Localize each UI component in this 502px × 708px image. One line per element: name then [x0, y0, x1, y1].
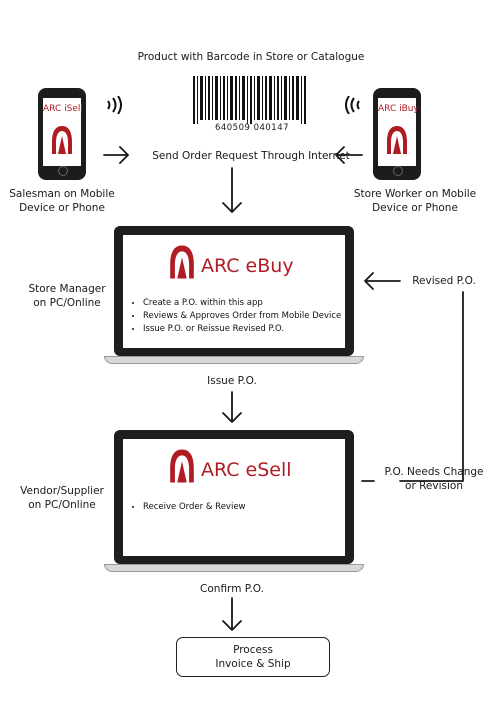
- arrow-from-salesman: [103, 146, 129, 164]
- list-item: Issue P.O. or Reissue Revised P.O.: [143, 323, 341, 336]
- arrow-to-esell: [222, 391, 242, 423]
- ibuy-app-name: ARC iBuy: [378, 104, 419, 114]
- barcode-digits: 640509 040147: [214, 123, 290, 133]
- revised-po-label: Revised P.O.: [412, 275, 476, 287]
- salesman-phone: ARC iSell: [38, 88, 86, 180]
- issue-po-label: Issue P.O.: [207, 375, 257, 387]
- list-item: Receive Order & Review: [143, 501, 246, 514]
- barcode-icon: [189, 76, 315, 136]
- vendor-role-line1: Vendor/Supplier: [20, 485, 104, 497]
- store-worker-phone: ARC iBuy: [373, 88, 421, 180]
- store-manager-role-line2: on PC/Online: [33, 297, 101, 309]
- arc-logo-icon: [51, 124, 73, 160]
- needs-change-line2: or Revision: [405, 480, 463, 492]
- salesman-caption-line2: Device or Phone: [19, 202, 105, 214]
- esell-laptop-base: [104, 564, 364, 572]
- store-worker-caption-line2: Device or Phone: [372, 202, 458, 214]
- wifi-waves-icon: [341, 95, 363, 118]
- esell-brand: ARC eSell: [201, 459, 292, 481]
- ebuy-brand: ARC eBuy: [201, 255, 294, 277]
- arrow-to-process: [222, 597, 242, 631]
- confirm-po-label: Confirm P.O.: [200, 583, 264, 595]
- ebuy-feature-list: Create a P.O. within this app Reviews & …: [131, 297, 341, 336]
- wifi-waves-icon: [104, 95, 126, 118]
- send-order-label: Send Order Request Through Internet: [152, 150, 350, 162]
- esell-laptop: ARC eSell Receive Order & Review: [114, 430, 354, 564]
- arrow-from-store-worker: [335, 146, 363, 164]
- arrow-revised-po: [364, 272, 401, 290]
- salesman-caption-line1: Salesman on Mobile: [9, 188, 115, 200]
- process-line2: Invoice & Ship: [215, 658, 291, 670]
- store-manager-role-line1: Store Manager: [28, 283, 106, 295]
- process-invoice-ship-box: Process Invoice & Ship: [176, 637, 330, 677]
- esell-feature-list: Receive Order & Review: [131, 501, 246, 514]
- feedback-line: [399, 291, 464, 482]
- ebuy-laptop: ARC eBuy Create a P.O. within this app R…: [114, 226, 354, 356]
- store-worker-caption-line1: Store Worker on Mobile: [353, 188, 477, 200]
- isell-app-name: ARC iSell: [43, 104, 83, 114]
- arc-logo-icon: [169, 243, 195, 285]
- arc-logo-icon: [169, 447, 195, 489]
- process-line1: Process: [233, 644, 273, 656]
- vendor-role-line2: on PC/Online: [28, 499, 96, 511]
- arc-logo-icon: [386, 124, 408, 160]
- list-item: Reviews & Approves Order from Mobile Dev…: [143, 310, 341, 323]
- list-item: Create a P.O. within this app: [143, 297, 341, 310]
- needs-change-line1: P.O. Needs Change: [384, 466, 484, 478]
- product-label: Product with Barcode in Store or Catalog…: [137, 51, 365, 63]
- arrow-to-ebuy: [222, 167, 242, 213]
- ebuy-laptop-base: [104, 356, 364, 364]
